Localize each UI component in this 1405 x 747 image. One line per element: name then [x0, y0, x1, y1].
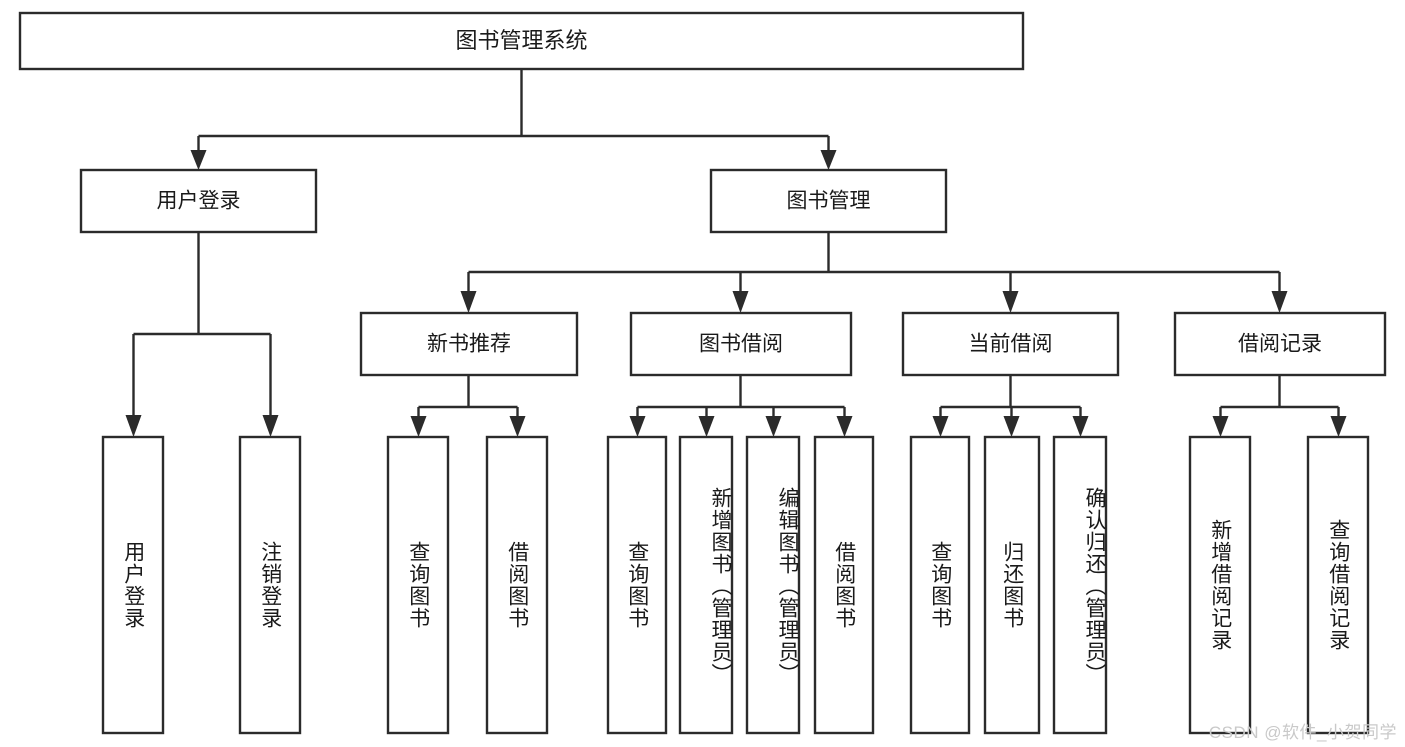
arrow-head-borrowrecord: [1271, 291, 1288, 313]
arrow-head-newbook: [460, 291, 477, 313]
leaf-box-add-book[interactable]: [678, 435, 734, 735]
leaf-box-borrow-book-1[interactable]: [485, 435, 549, 735]
arrow-head-borrowrecord-leaf-2: [1330, 416, 1347, 437]
arrow-head-borrowrecord-leaf-1: [1212, 416, 1229, 437]
arrow-head-userlogin: [190, 150, 207, 170]
node-book-management-label: 图书管理: [787, 190, 871, 213]
connector-group: [125, 69, 1347, 437]
arrow-head-currentborrow-leaf-1: [932, 416, 949, 437]
arrow-head-leaf-logout: [262, 415, 279, 437]
arrow-head-bookborrow-leaf-2: [698, 416, 715, 437]
node-new-book-recommend-label: 新书推荐: [427, 333, 511, 356]
leaf-box-logout[interactable]: [238, 435, 302, 735]
leaf-box-edit-book[interactable]: [745, 435, 801, 735]
leaf-box-query-book-1[interactable]: [386, 435, 450, 735]
arrow-head-bookborrow-leaf-3: [765, 416, 782, 437]
arrow-head-bookborrow: [732, 291, 749, 313]
node-borrow-record[interactable]: 借阅记录: [1173, 311, 1387, 377]
arrow-head-bookborrow-leaf-1: [629, 416, 646, 437]
leaf-box-query-book-2[interactable]: [606, 435, 668, 735]
node-new-book-recommend[interactable]: 新书推荐: [359, 311, 579, 377]
leaf-box-return-book[interactable]: [983, 435, 1041, 735]
node-book-borrow-box[interactable]: [629, 311, 853, 377]
csdn-watermark: CSDN @软件_小贺同学: [1208, 723, 1397, 742]
arrow-head-currentborrow: [1002, 291, 1019, 313]
leaf-box-add-record[interactable]: [1188, 435, 1252, 735]
arrow-head-bookborrow-leaf-4: [836, 416, 853, 437]
node-current-borrow-label: 当前借阅: [969, 333, 1053, 356]
node-root[interactable]: 图书管理系统: [18, 11, 1025, 71]
node-current-borrow-box[interactable]: [901, 311, 1120, 377]
arrow-head-newbook-leaf-1: [410, 416, 427, 437]
node-user-login[interactable]: 用户登录: [79, 168, 318, 234]
leaf-box-query-book-3[interactable]: [909, 435, 971, 735]
leaf-box-group: [101, 435, 1370, 735]
leaf-box-confirm-return[interactable]: [1052, 435, 1108, 735]
node-root-box[interactable]: [18, 11, 1025, 71]
arrow-head-currentborrow-leaf-3: [1072, 416, 1089, 437]
leaf-box-user-login[interactable]: [101, 435, 165, 735]
leaf-box-query-record[interactable]: [1306, 435, 1370, 735]
node-borrow-record-box[interactable]: [1173, 311, 1387, 377]
node-borrow-record-label: 借阅记录: [1238, 333, 1322, 356]
node-book-management-box[interactable]: [709, 168, 948, 234]
node-root-label: 图书管理系统: [455, 28, 587, 53]
node-current-borrow[interactable]: 当前借阅: [901, 311, 1120, 377]
arrow-head-leaf-user-login: [125, 415, 142, 437]
arrow-head-bookmgmt: [820, 150, 837, 170]
node-book-borrow[interactable]: 图书借阅: [629, 311, 853, 377]
arrow-head-currentborrow-leaf-2: [1003, 416, 1020, 437]
node-new-book-recommend-box[interactable]: [359, 311, 579, 377]
node-user-login-box[interactable]: [79, 168, 318, 234]
node-user-login-label: 用户登录: [157, 190, 241, 213]
leaf-box-borrow-book-2[interactable]: [813, 435, 875, 735]
node-book-borrow-label: 图书借阅: [699, 333, 783, 356]
arrow-head-newbook-leaf-2: [509, 416, 526, 437]
node-book-management[interactable]: 图书管理: [709, 168, 948, 234]
